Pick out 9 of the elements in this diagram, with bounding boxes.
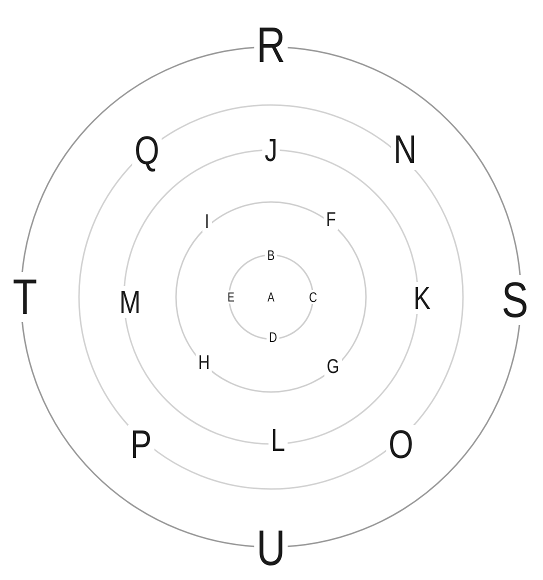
letter-label: D — [266, 330, 280, 344]
letter-label: F — [324, 210, 338, 230]
letter-label: B — [264, 248, 278, 262]
letter-label: H — [196, 353, 212, 373]
letter-label: I — [202, 212, 212, 232]
letter-label: A — [265, 290, 277, 304]
letter-label: E — [225, 290, 237, 304]
letter-label: C — [306, 290, 320, 304]
letter-label: G — [324, 357, 342, 377]
